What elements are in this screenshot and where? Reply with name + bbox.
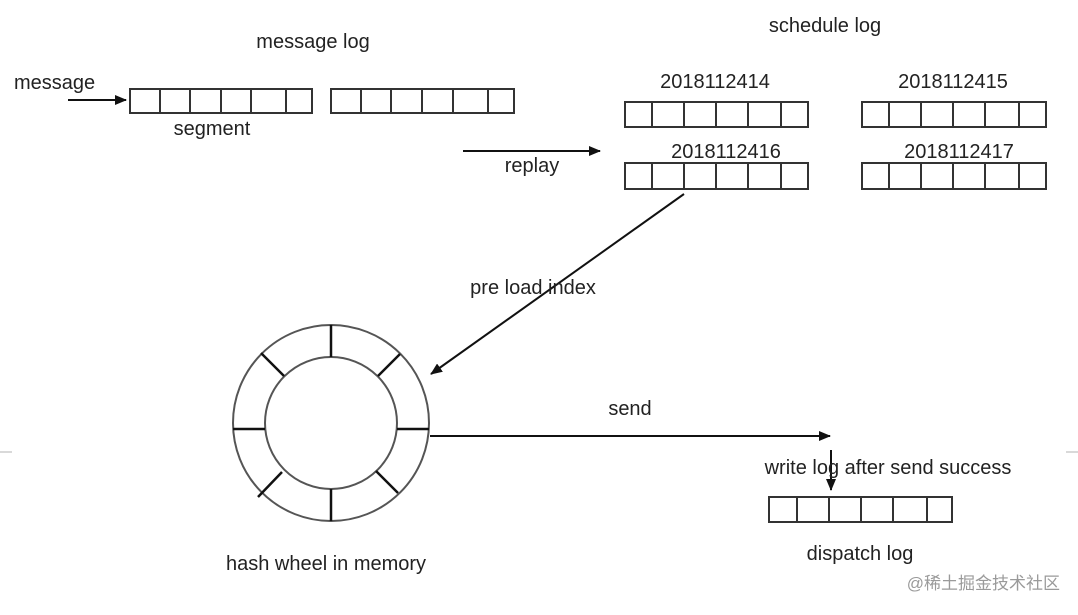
wheel-spoke [375, 470, 399, 494]
message-log-segment-1 [129, 88, 313, 114]
wheel-spoke [377, 353, 401, 377]
schedule-segment-2 [861, 101, 1047, 128]
message-log-segment-2 [330, 88, 515, 114]
pre-load-index-label: pre load index [470, 277, 596, 299]
schedule-segment-4 [861, 162, 1047, 190]
replay-label: replay [505, 155, 559, 177]
message-log-title: message log [256, 31, 369, 53]
wheel-spoke [260, 352, 285, 377]
message-label: message [14, 72, 95, 94]
hash-wheel [232, 324, 430, 522]
segment-label: segment [174, 118, 251, 140]
schedule-segment-label-4: 2018112417 [904, 141, 1014, 163]
schedule-segment-1 [624, 101, 809, 128]
send-label: send [608, 398, 651, 420]
dispatch-log-segment [768, 496, 953, 523]
wheel-spoke [257, 471, 283, 498]
schedule-segment-label-2: 2018112415 [898, 71, 1008, 93]
schedule-segment-label-3: 2018112416 [671, 141, 781, 163]
dispatch-log-label: dispatch log [807, 543, 914, 565]
watermark: @稀土掘金技术社区 [907, 574, 1060, 593]
schedule-segment-3 [624, 162, 809, 190]
schedule-segment-label-1: 2018112414 [660, 71, 770, 93]
hash-wheel-inner-ring [264, 356, 398, 490]
schedule-log-title: schedule log [769, 15, 881, 37]
hash-wheel-label: hash wheel in memory [226, 553, 426, 575]
write-log-label: write log after send success [764, 457, 1012, 479]
pre-load-index-arrow [430, 193, 685, 375]
